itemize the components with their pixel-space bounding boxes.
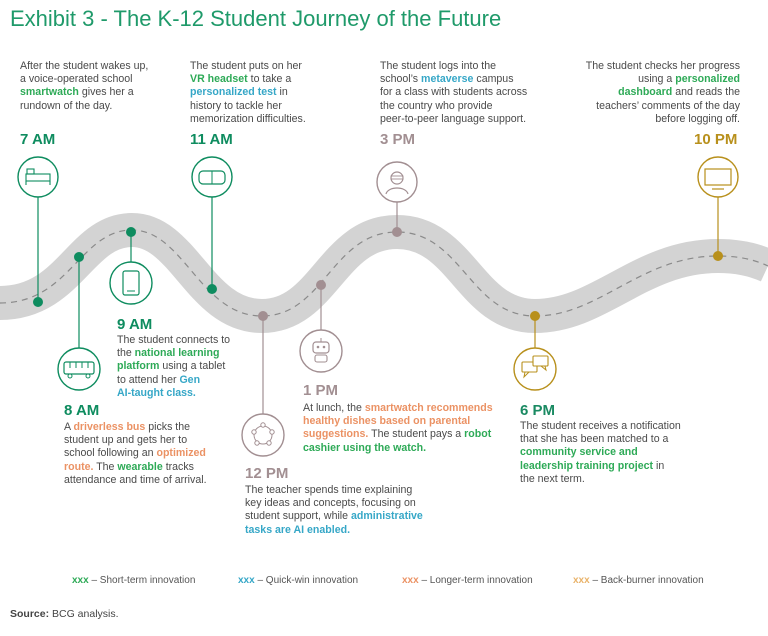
event-12pm-time: 12 PM <box>245 465 289 482</box>
marker-3pm <box>392 227 402 237</box>
legend-quick-win: xxx – Quick-win innovation <box>238 575 359 586</box>
legend-longer-term: xxx – Longer-term innovation <box>402 575 533 586</box>
event-7am-time: 7 AM <box>20 131 56 148</box>
chat-bubbles-icon <box>513 347 557 391</box>
legend-short-term: xxx – Short-term innovation <box>72 575 196 586</box>
event-9am-description: The student connects to the national lea… <box>117 334 231 399</box>
monitor-icon <box>697 156 739 198</box>
marker-8am <box>74 252 84 262</box>
event-10pm-time: 10 PM <box>694 131 738 148</box>
marker-10pm <box>713 251 723 261</box>
event-1pm-description: At lunch, the smartwatch recommends heal… <box>303 402 493 454</box>
event-1pm-time: 1 PM <box>303 382 339 399</box>
legend-back-burner: xxx – Back-burner innovation <box>573 575 704 586</box>
event-11am-time: 11 AM <box>190 131 233 148</box>
vr-headset-icon <box>191 156 233 198</box>
marker-6pm <box>530 311 540 321</box>
event-8am-time: 8 AM <box>64 402 100 419</box>
group-network-icon <box>241 413 285 457</box>
robot-icon <box>299 329 343 373</box>
source-note: Source: BCG analysis. <box>10 608 119 620</box>
marker-11am <box>207 284 217 294</box>
event-3pm-description: The student logs into the school’s metav… <box>380 60 528 125</box>
bus-icon <box>57 347 101 391</box>
event-10pm-description: The student checks her progress using a … <box>585 60 740 125</box>
event-12pm-description: The teacher spends time explaining key i… <box>245 484 423 536</box>
event-9am-time: 9 AM <box>117 316 153 333</box>
bed-icon <box>17 156 59 198</box>
event-6pm-time: 6 PM <box>520 402 556 419</box>
marker-7am <box>33 297 43 307</box>
event-7am-description: After the student wakes up, a voice-oper… <box>20 60 149 112</box>
marker-9am <box>126 227 136 237</box>
page-title: Exhibit 3 - The K-12 Student Journey of … <box>10 6 502 31</box>
tablet-icon <box>109 261 153 305</box>
marker-1pm <box>316 280 326 290</box>
event-8am-description: A driverless bus picks the student up an… <box>64 421 207 486</box>
marker-12pm <box>258 311 268 321</box>
event-6pm-description: The student receives a notification that… <box>520 420 681 485</box>
event-3pm-time: 3 PM <box>380 131 416 148</box>
event-11am-description: The student puts on her VR headset to ta… <box>190 60 306 125</box>
student-avatar-icon <box>376 161 418 203</box>
